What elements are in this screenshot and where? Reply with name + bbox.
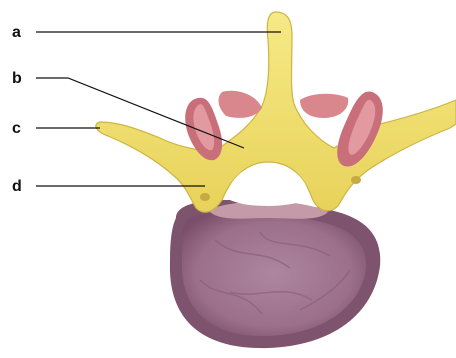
label-c: c — [12, 120, 21, 137]
vertebral-body — [170, 200, 380, 348]
label-d: d — [12, 178, 22, 195]
label-a: a — [12, 24, 21, 41]
label-b: b — [12, 70, 22, 87]
